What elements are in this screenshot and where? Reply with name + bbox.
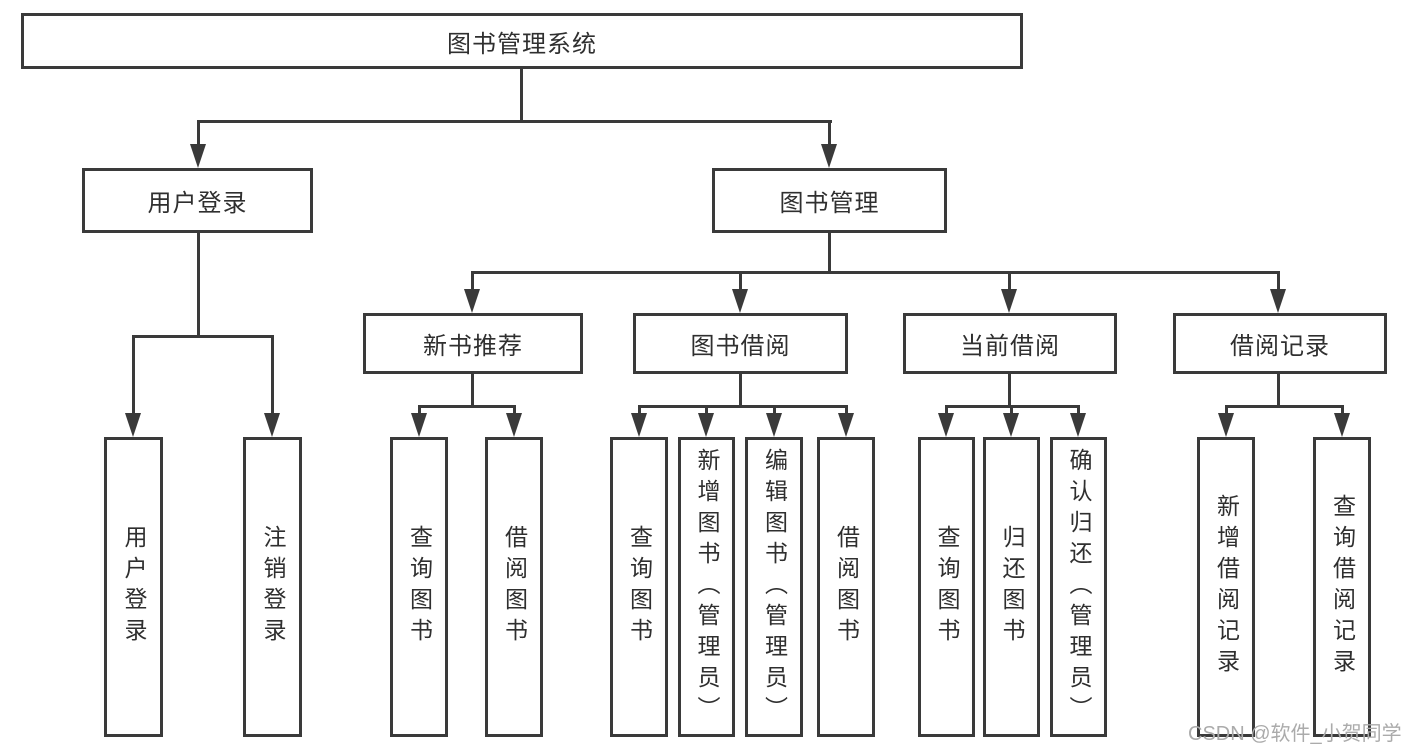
arrow-down-icon	[631, 413, 647, 437]
csdn-watermark: CSDN @软件_小贺同学	[1188, 723, 1402, 745]
leaf-borrow-add-books-admin: 新增图书（管理员）	[678, 437, 735, 737]
connector-leaf-stub	[418, 405, 421, 417]
connector-root-branch	[197, 120, 832, 123]
arrow-down-icon	[766, 413, 782, 437]
connector-recommend-branch	[418, 405, 515, 408]
leaf-user-login: 用户登录	[104, 437, 163, 737]
connector-mgmt-stem	[828, 233, 831, 273]
arrow-down-icon	[938, 413, 954, 437]
connector-leaf-stub	[945, 405, 948, 417]
leaf-borrow-borrow-books: 借阅图书	[817, 437, 875, 737]
arrow-down-icon	[125, 413, 141, 437]
connector-leaf-stub	[1077, 405, 1080, 417]
arrow-down-icon	[821, 144, 837, 168]
arrow-down-icon	[1003, 413, 1019, 437]
connector-leaf-stub	[705, 405, 708, 417]
node-borrow-records: 借阅记录	[1173, 313, 1387, 374]
arrow-down-icon	[1070, 413, 1086, 437]
connector-to-borrow	[739, 271, 742, 291]
leaf-current-confirm-return-admin: 确认归还（管理员）	[1050, 437, 1107, 737]
node-new-book-recommend: 新书推荐	[363, 313, 583, 374]
arrow-down-icon	[698, 413, 714, 437]
arrow-down-icon	[1334, 413, 1350, 437]
connector-records-stem	[1277, 374, 1280, 408]
connector-to-leaf-logout	[271, 335, 274, 415]
arrow-down-icon	[264, 413, 280, 437]
arrow-down-icon	[1001, 289, 1017, 313]
connector-to-records	[1277, 271, 1280, 291]
leaf-recommend-query-books: 查询图书	[390, 437, 448, 737]
connector-user-stem	[197, 233, 200, 336]
connector-leaf-stub	[1225, 405, 1228, 417]
node-book-borrow: 图书借阅	[633, 313, 848, 374]
connector-to-current	[1008, 271, 1011, 291]
arrow-down-icon	[190, 144, 206, 168]
connector-leaf-stub	[513, 405, 516, 417]
leaf-borrow-edit-books-admin: 编辑图书（管理员）	[745, 437, 803, 737]
arrow-down-icon	[732, 289, 748, 313]
node-root-library-system: 图书管理系统	[21, 13, 1023, 69]
connector-mgmt-branch	[471, 271, 1280, 274]
leaf-records-query-record: 查询借阅记录	[1313, 437, 1371, 737]
connector-to-recommend	[471, 271, 474, 291]
leaf-borrow-query-books: 查询图书	[610, 437, 668, 737]
leaf-current-return-books: 归还图书	[983, 437, 1040, 737]
connector-leaf-stub	[1341, 405, 1344, 417]
connector-recommend-stem	[471, 374, 474, 408]
connector-current-stem	[1008, 374, 1011, 408]
connector-borrow-stem	[739, 374, 742, 408]
arrow-down-icon	[464, 289, 480, 313]
arrow-down-icon	[1218, 413, 1234, 437]
connector-to-user-login	[197, 120, 200, 148]
node-user-login: 用户登录	[82, 168, 313, 233]
arrow-down-icon	[411, 413, 427, 437]
connector-leaf-stub	[1010, 405, 1013, 417]
connector-leaf-stub	[638, 405, 641, 417]
connector-records-branch	[1225, 405, 1343, 408]
node-book-management: 图书管理	[712, 168, 947, 233]
leaf-current-query-books: 查询图书	[918, 437, 975, 737]
leaf-records-add-record: 新增借阅记录	[1197, 437, 1255, 737]
connector-user-branch	[132, 335, 273, 338]
leaf-user-logout: 注销登录	[243, 437, 302, 737]
connector-to-leaf-login	[132, 335, 135, 415]
connector-to-book-management	[828, 120, 831, 148]
arrow-down-icon	[838, 413, 854, 437]
arrow-down-icon	[1270, 289, 1286, 313]
arrow-down-icon	[506, 413, 522, 437]
connector-root-stem	[520, 69, 523, 120]
connector-borrow-branch	[638, 405, 847, 408]
connector-leaf-stub	[773, 405, 776, 417]
connector-leaf-stub	[845, 405, 848, 417]
node-current-borrow: 当前借阅	[903, 313, 1117, 374]
leaf-recommend-borrow-books: 借阅图书	[485, 437, 543, 737]
